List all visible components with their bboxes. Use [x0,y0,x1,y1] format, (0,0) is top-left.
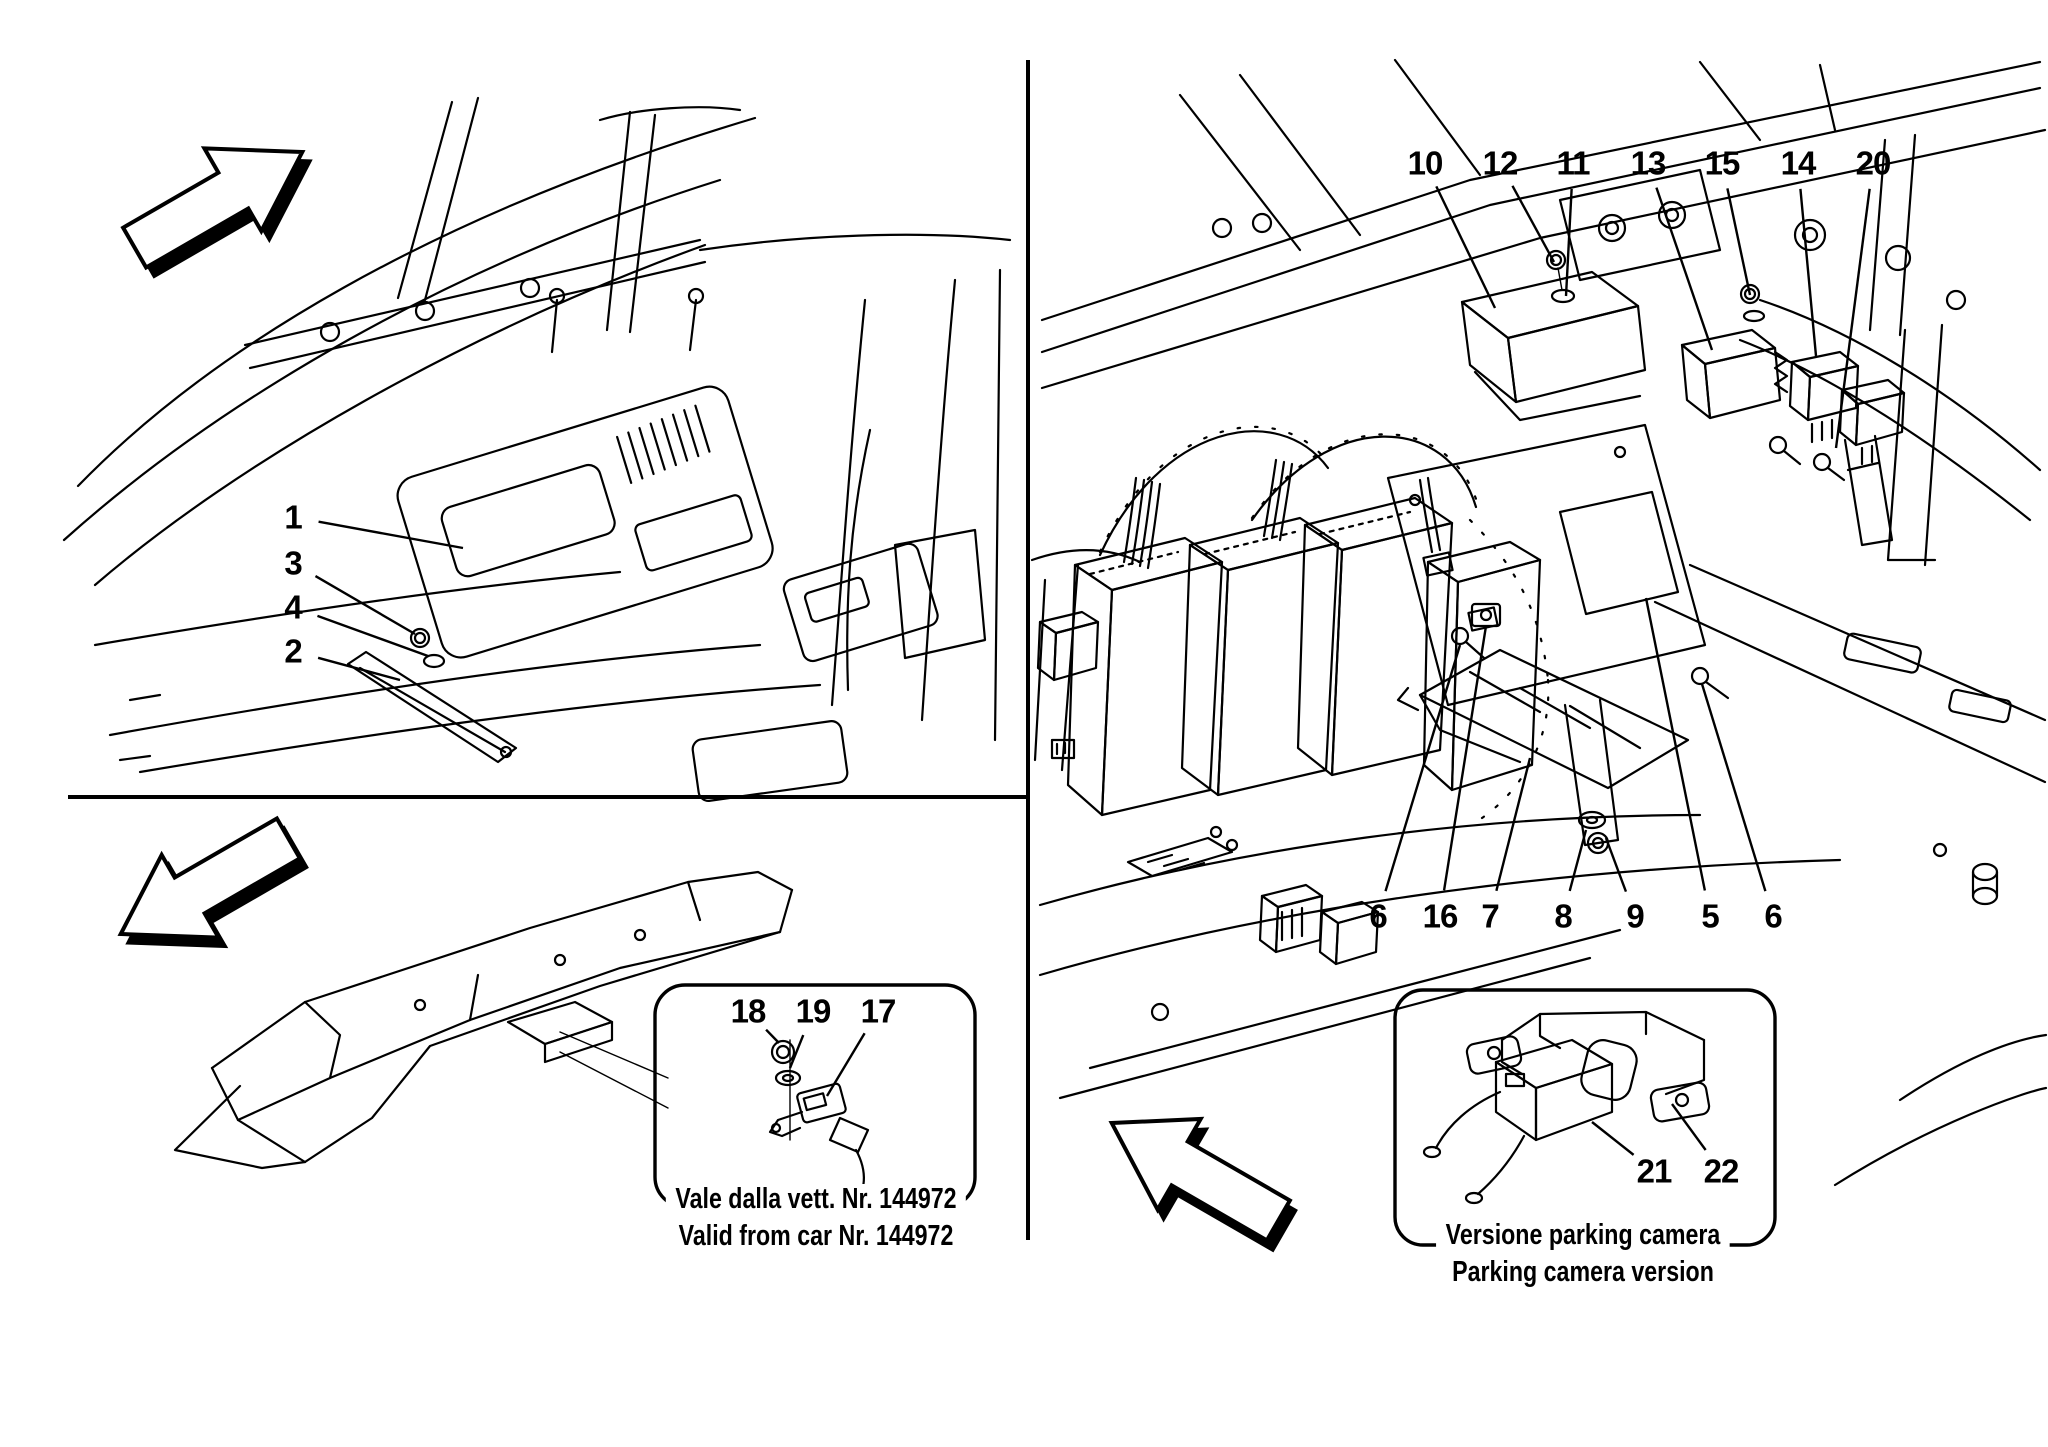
leader-line-rear_compartment-2-3 [317,656,401,682]
leader-line-front_compartment_bottom-5-5 [1644,597,1707,891]
callout-front_compartment_bottom-6-6: 6 [1764,897,1782,935]
leader-line-front_compartment_top-13-3 [1655,187,1714,351]
leader-line-front_compartment_top-15-4 [1726,188,1752,296]
leader-line-front_compartment_bottom-9-4 [1604,837,1628,893]
callout-front_compartment_top-15-4: 15 [1704,144,1741,182]
front-compartment-drawing [1030,58,2048,1187]
callout-front_compartment_top-10-0: 10 [1407,144,1444,182]
leader-line-cowl_inset-17-2 [825,1032,866,1097]
leader-line-cowl_inset-18-0 [765,1028,780,1044]
cowl-drawing [173,870,794,1170]
leader-line-front_compartment_bottom-7-2 [1495,757,1532,892]
leader-line-front_compartment_top-20-6 [1834,188,1871,449]
leader-line-cowl_inset-19-1 [788,1034,805,1069]
callout-parking_camera-22-1: 22 [1703,1152,1740,1190]
callout-front_compartment_top-11-2: 11 [1556,144,1591,182]
rear-ecu-assembly [346,385,939,764]
leader-line-front_compartment_bottom-6-6 [1700,683,1767,892]
parking-caption-english: Parking camera version [1452,1256,1714,1288]
callout-rear_compartment-2-3: 2 [284,632,302,670]
leader-line-front_compartment_bottom-16-1 [1442,625,1488,891]
leader-line-parking_camera-21-0 [1591,1121,1635,1156]
leader-line-front_compartment_bottom-8-3 [1568,829,1588,892]
callout-front_compartment_bottom-8-3: 8 [1554,897,1572,935]
leader-line-front_compartment_top-11-2 [1564,188,1573,297]
callout-front_compartment_bottom-7-2: 7 [1481,897,1499,935]
leader-line-rear_compartment-4-2 [317,614,429,658]
rear-compartment-drawing [62,96,1012,802]
leader-line-rear_compartment-3-1 [314,575,416,636]
leader-line-parking_camera-22-1 [1671,1103,1707,1151]
panel-divider-vertical [1026,60,1030,1240]
callout-front_compartment_top-12-1: 12 [1482,144,1519,182]
leader-line-front_compartment_bottom-6-0 [1384,644,1462,892]
panel-divider-horizontal [68,795,1030,799]
callout-front_compartment_top-13-3: 13 [1630,144,1667,182]
callout-rear_compartment-1-0: 1 [284,498,302,536]
callout-front_compartment_bottom-6-0: 6 [1369,897,1387,935]
callout-front_compartment_bottom-16-1: 16 [1422,897,1459,935]
inset-caption-italian: Vale dalla vett. Nr. 144972 [665,1183,967,1216]
callout-cowl_inset-18-0: 18 [730,992,767,1030]
arrow-down-left-icon [117,815,309,949]
parking-camera-box [1393,988,1777,1247]
arrow-up-left-icon [1108,1116,1298,1253]
callout-parking_camera-21-0: 21 [1636,1152,1673,1190]
callout-front_compartment_bottom-5-5: 5 [1701,897,1719,935]
leader-line-front_compartment_top-14-5 [1799,188,1818,357]
callout-front_compartment_bottom-9-4: 9 [1626,897,1644,935]
callout-rear_compartment-4-2: 4 [284,588,302,626]
parking-caption-italian: Versione parking camera [1436,1219,1730,1252]
leader-line-front_compartment_top-12-1 [1511,185,1556,263]
callout-front_compartment_top-14-5: 14 [1780,144,1817,182]
callout-cowl_inset-17-2: 17 [860,992,897,1030]
callout-cowl_inset-19-1: 19 [795,992,832,1030]
leader-line-front_compartment_top-10-0 [1435,185,1497,309]
callout-front_compartment_top-20-6: 20 [1855,144,1892,182]
leader-line-rear_compartment-1-0 [318,520,464,550]
callout-rear_compartment-3-1: 3 [284,544,302,582]
arrow-up-right-icon [120,146,313,279]
inset-caption-english: Valid from car Nr. 144972 [678,1220,954,1252]
